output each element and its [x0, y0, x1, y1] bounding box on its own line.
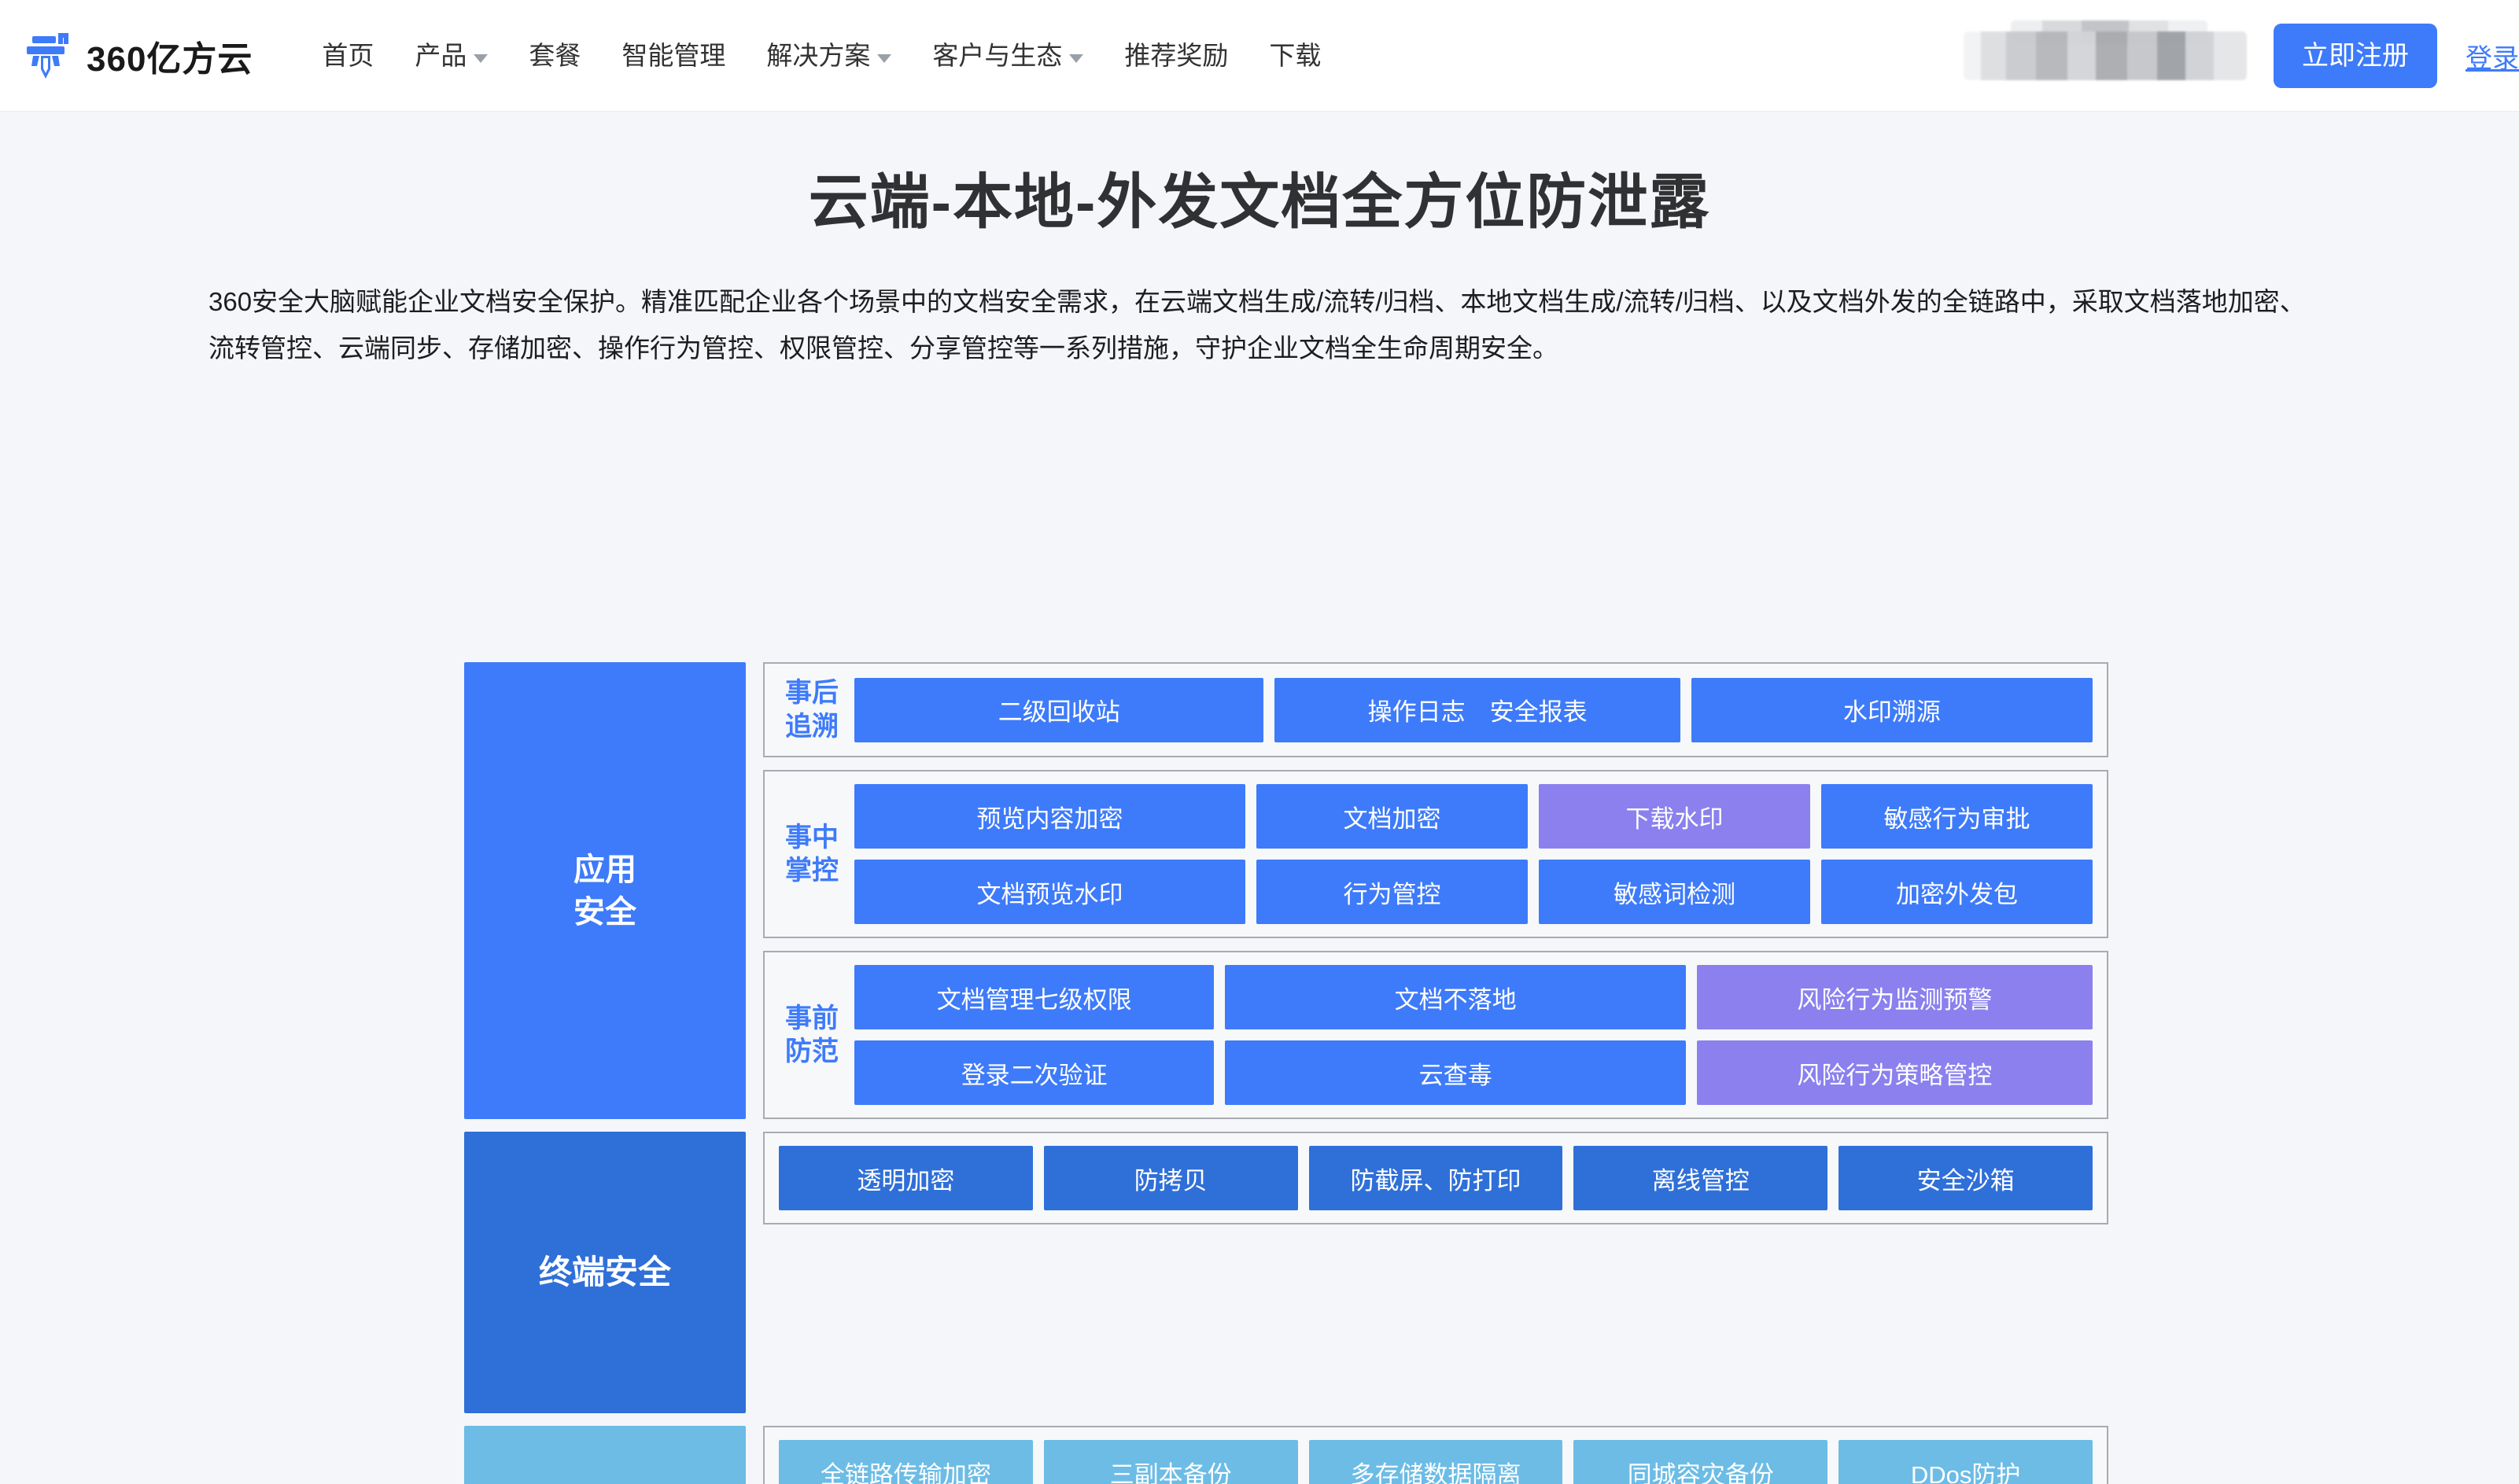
category-row-endpoint-security: 终端安全 透明加密 防拷贝 防截屏、防打印 离线管控 安全沙箱	[464, 1132, 2108, 1413]
nav-item-smart-management[interactable]: 智能管理	[601, 0, 746, 112]
page-description: 360安全大脑赋能企业文档安全保护。精准匹配企业各个场景中的文档安全需求，在云端…	[208, 287, 2306, 363]
tile-anti-copy[interactable]: 防拷贝	[1043, 1146, 1298, 1210]
hero-section: 云端-本地-外发文档全方位防泄露 360安全大脑赋能企业文档安全保护。精准匹配企…	[0, 112, 2519, 372]
redacted-user-info-bar	[1964, 31, 2247, 80]
category-row-storage-security: 存储安全 全链路传输加密 三副本备份 多存储数据隔离 同城容灾备份 DDos防护	[464, 1426, 2108, 1484]
redacted-user-info	[1964, 20, 2274, 80]
group-tiles: 二级回收站 操作日志 安全报表 水印溯源	[854, 677, 2093, 742]
endpoint-security-groups: 透明加密 防拷贝 防截屏、防打印 离线管控 安全沙箱	[763, 1132, 2108, 1413]
tile-same-city-disaster-backup[interactable]: 同城容灾备份	[1573, 1440, 1828, 1484]
tile-ddos-protection[interactable]: DDos防护	[1839, 1440, 2093, 1484]
group-tiles: 全链路传输加密 三副本备份 多存储数据隔离 同城容灾备份 DDos防护	[779, 1440, 2093, 1484]
nav-item-products[interactable]: 产品	[394, 0, 508, 112]
tile-sensitive-action-approval[interactable]: 敏感行为审批	[1821, 784, 2093, 849]
nav-item-home[interactable]: 首页	[301, 0, 394, 112]
nav-label: 推荐奖励	[1124, 40, 1229, 70]
group-label-after-event-tracing: 事后追溯	[785, 678, 839, 742]
category-label-application-security: 应用安全	[464, 662, 746, 1119]
nav-label: 客户与生态	[932, 40, 1063, 70]
register-button[interactable]: 立即注册	[2274, 24, 2437, 88]
group-label-before-event-prevention: 事前防范	[785, 1003, 839, 1067]
tile-document-encryption[interactable]: 文档加密	[1256, 784, 1529, 849]
category-label-storage-security: 存储安全	[464, 1426, 746, 1484]
tile-risk-behavior-monitoring[interactable]: 风险行为监测预警	[1696, 965, 2093, 1029]
nav-label: 解决方案	[766, 40, 871, 70]
tile-preview-content-encryption[interactable]: 预览内容加密	[854, 784, 1246, 849]
group-after-event-tracing: 事后追溯 二级回收站 操作日志 安全报表 水印溯源	[763, 662, 2108, 757]
group-label-during-event-control: 事中掌控	[785, 822, 839, 886]
group-during-event-control: 事中掌控 预览内容加密 文档加密 下载水印 敏感行为审批 文档预览水印 行为管控…	[763, 770, 2108, 938]
tile-anti-screenshot-print[interactable]: 防截屏、防打印	[1308, 1146, 1563, 1210]
nav-label: 套餐	[529, 40, 581, 70]
chevron-down-icon	[877, 54, 892, 63]
page-title: 云端-本地-外发文档全方位防泄露	[808, 169, 1711, 236]
nav-label: 下载	[1269, 40, 1322, 70]
tile-multi-storage-data-isolation[interactable]: 多存储数据隔离	[1308, 1440, 1563, 1484]
page-body: 云端-本地-外发文档全方位防泄露 360安全大脑赋能企业文档安全保护。精准匹配企…	[0, 112, 2519, 1484]
group-before-event-prevention: 事前防范 文档管理七级权限 文档不落地 风险行为监测预警 登录二次验证 云查毒 …	[763, 951, 2108, 1119]
nav-label: 产品	[415, 40, 467, 70]
login-link[interactable]: 登录	[2466, 43, 2519, 74]
group-tiles: 透明加密 防拷贝 防截屏、防打印 离线管控 安全沙箱	[779, 1146, 2093, 1210]
application-security-groups: 事后追溯 二级回收站 操作日志 安全报表 水印溯源 事中掌控 预览内容加密 文档…	[763, 662, 2108, 1119]
site-header: 360亿方云 首页 产品 套餐 智能管理 解决方案 客户与生态 推荐奖励 下载	[0, 0, 2519, 112]
header-actions: 立即注册 登录	[1964, 0, 2519, 112]
tile-seven-level-permissions[interactable]: 文档管理七级权限	[854, 965, 1215, 1029]
tile-encrypted-outbound-package[interactable]: 加密外发包	[1821, 860, 2093, 924]
chevron-down-icon	[474, 54, 489, 63]
nav-item-solutions[interactable]: 解决方案	[746, 0, 912, 112]
yifangyun-logo-icon	[22, 30, 74, 82]
category-label-stack: 终端安全	[464, 1132, 746, 1413]
tile-triple-replica-backup[interactable]: 三副本备份	[1043, 1440, 1298, 1484]
nav-item-referral-rewards[interactable]: 推荐奖励	[1104, 0, 1248, 112]
tile-risk-behavior-policy[interactable]: 风险行为策略管控	[1696, 1040, 2093, 1105]
brand-name: 360亿方云	[87, 39, 253, 79]
tile-operation-log-security-report[interactable]: 操作日志 安全报表	[1274, 677, 1680, 742]
main-nav: 首页 产品 套餐 智能管理 解决方案 客户与生态 推荐奖励 下载	[301, 0, 1341, 112]
security-architecture-diagram: 应用安全 事后追溯 二级回收站 操作日志 安全报表 水印溯源 事中掌控 预	[464, 662, 2108, 1484]
tile-watermark-tracing[interactable]: 水印溯源	[1691, 677, 2093, 742]
category-label-stack: 应用安全	[464, 662, 746, 1119]
nav-label: 首页	[322, 40, 374, 70]
group-endpoint-security: 透明加密 防拷贝 防截屏、防打印 离线管控 安全沙箱	[763, 1132, 2108, 1224]
tile-cloud-antivirus[interactable]: 云查毒	[1225, 1040, 1686, 1105]
brand-logo[interactable]: 360亿方云	[22, 30, 253, 82]
tile-login-two-factor[interactable]: 登录二次验证	[854, 1040, 1215, 1105]
category-label-stack: 存储安全	[464, 1426, 746, 1484]
tile-behavior-control[interactable]: 行为管控	[1256, 860, 1529, 924]
tile-security-sandbox[interactable]: 安全沙箱	[1839, 1146, 2093, 1210]
nav-item-customers-ecosystem[interactable]: 客户与生态	[912, 0, 1104, 112]
tile-download-watermark[interactable]: 下载水印	[1539, 784, 1811, 849]
category-label-endpoint-security: 终端安全	[464, 1132, 746, 1413]
storage-security-groups: 全链路传输加密 三副本备份 多存储数据隔离 同城容灾备份 DDos防护	[763, 1426, 2108, 1484]
category-row-application-security: 应用安全 事后追溯 二级回收站 操作日志 安全报表 水印溯源 事中掌控 预	[464, 662, 2108, 1119]
nav-label: 智能管理	[621, 40, 726, 70]
group-storage-security: 全链路传输加密 三副本备份 多存储数据隔离 同城容灾备份 DDos防护	[763, 1426, 2108, 1484]
tile-document-preview-watermark[interactable]: 文档预览水印	[854, 860, 1246, 924]
tile-full-link-transport-encryption[interactable]: 全链路传输加密	[779, 1440, 1033, 1484]
chevron-down-icon	[1069, 54, 1084, 63]
tile-offline-control[interactable]: 离线管控	[1573, 1146, 1828, 1210]
group-tiles: 预览内容加密 文档加密 下载水印 敏感行为审批 文档预览水印 行为管控 敏感词检…	[854, 784, 2093, 924]
group-tiles: 文档管理七级权限 文档不落地 风险行为监测预警 登录二次验证 云查毒 风险行为策…	[854, 965, 2093, 1105]
tile-secondary-recycle-bin[interactable]: 二级回收站	[854, 677, 1264, 742]
tile-sensitive-word-detection[interactable]: 敏感词检测	[1539, 860, 1811, 924]
nav-item-packages[interactable]: 套餐	[508, 0, 601, 112]
tile-transparent-encryption[interactable]: 透明加密	[779, 1146, 1033, 1210]
tile-no-local-document-landing[interactable]: 文档不落地	[1225, 965, 1686, 1029]
nav-item-download[interactable]: 下载	[1248, 0, 1341, 112]
